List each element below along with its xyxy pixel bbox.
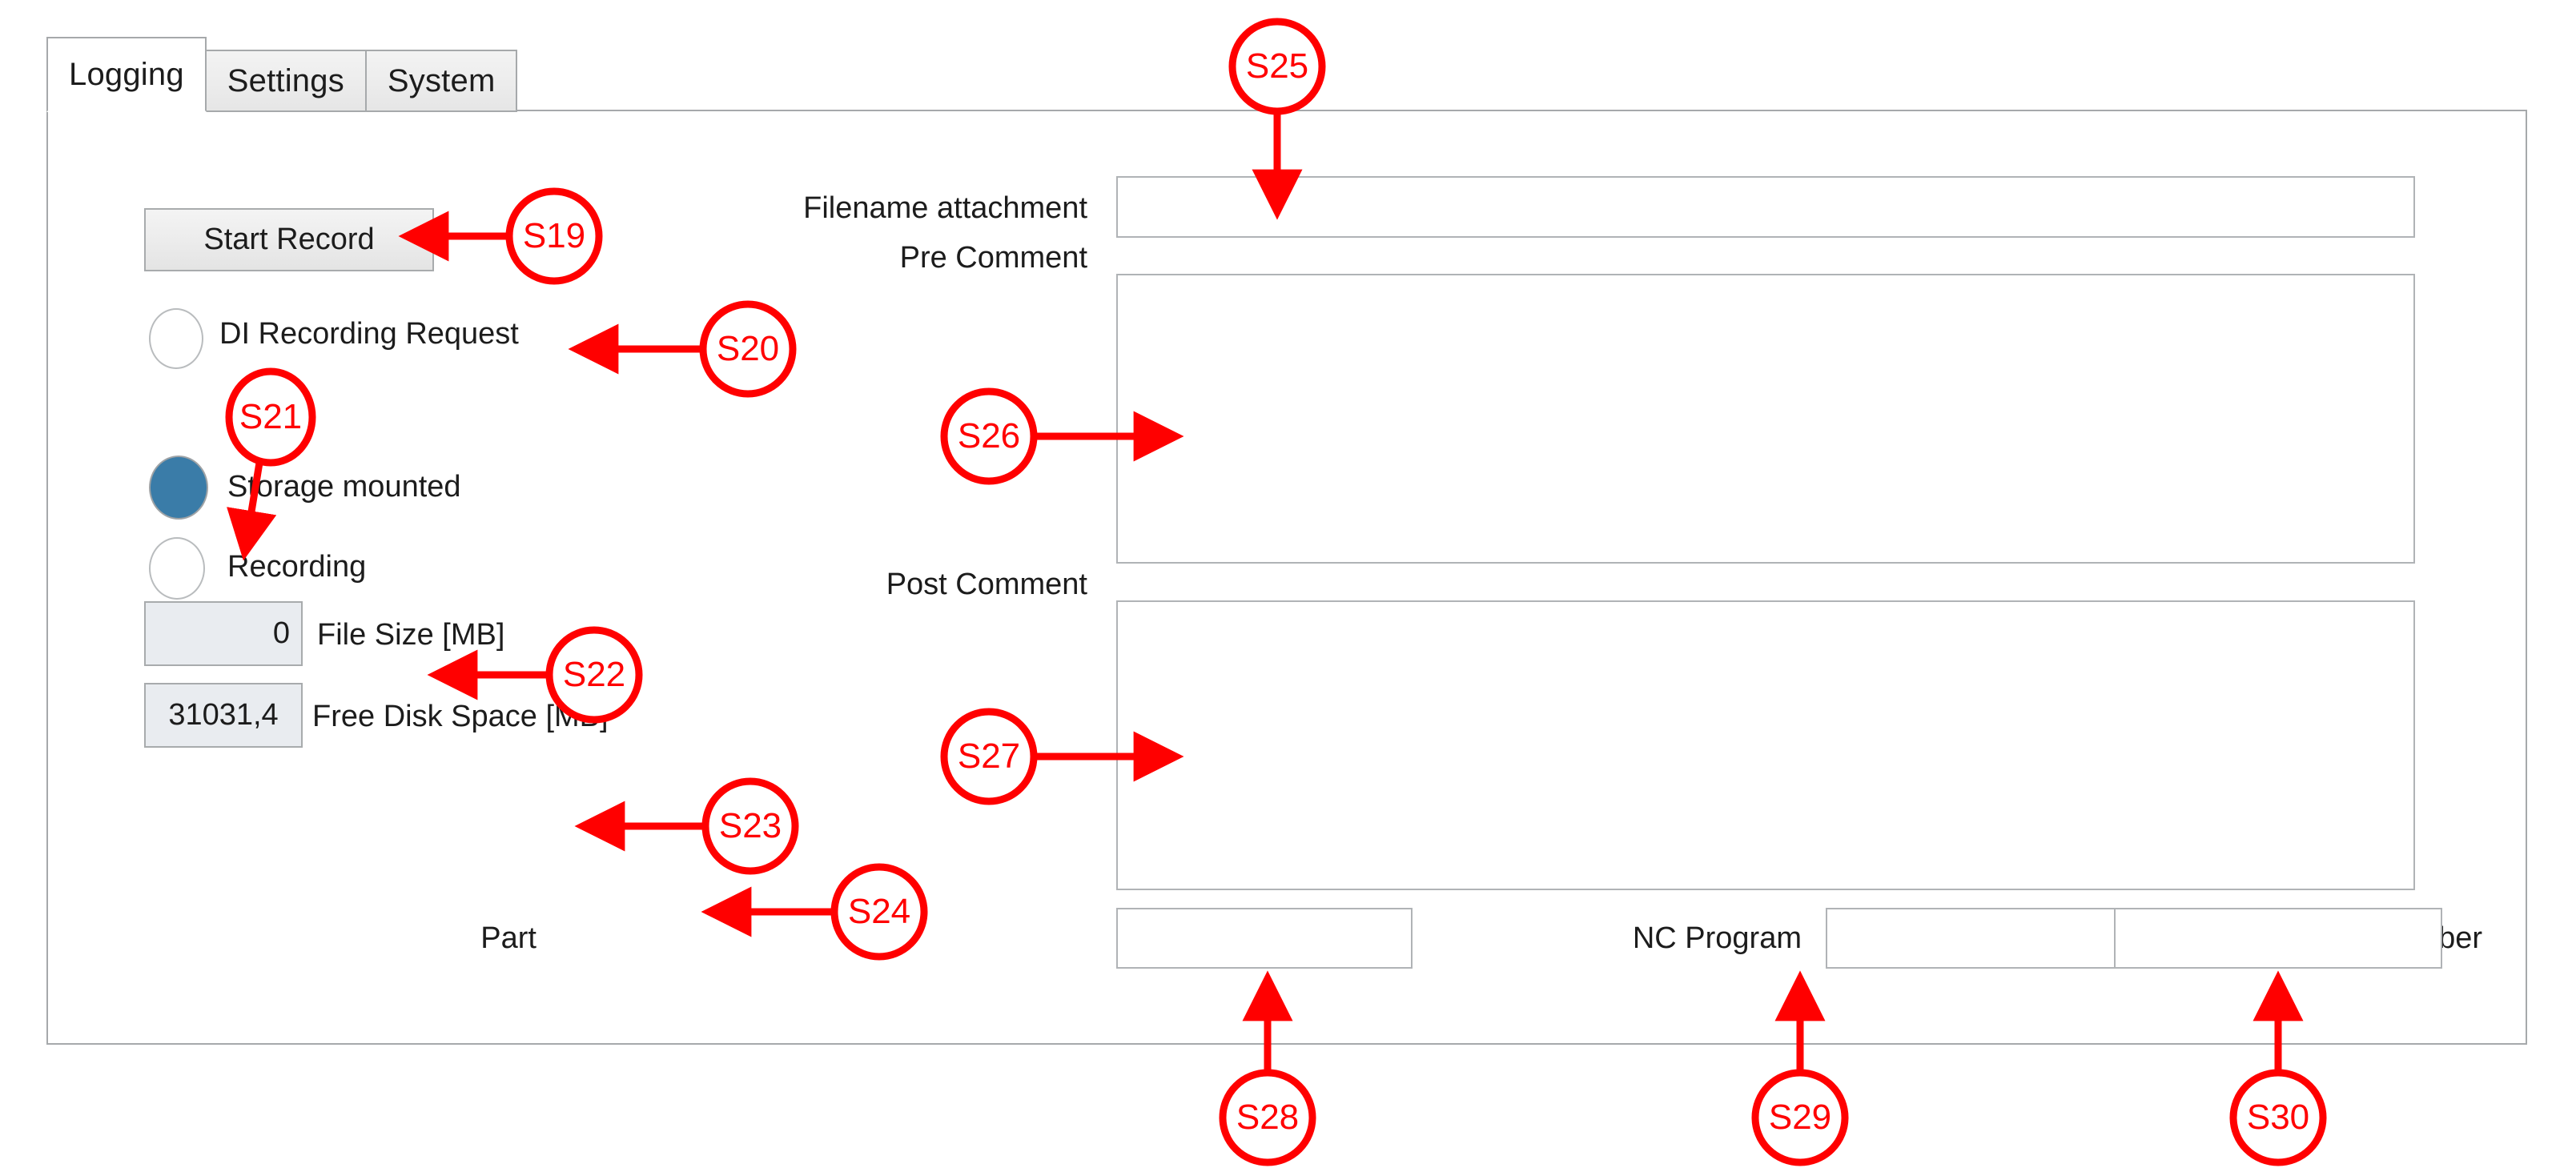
tab-logging[interactable]: Logging xyxy=(46,37,207,112)
tab-settings-label: Settings xyxy=(227,62,344,98)
part-input[interactable] xyxy=(1116,908,1413,969)
annotation-label-s28: S28 xyxy=(1236,1098,1300,1137)
pre-comment-textarea[interactable] xyxy=(1116,274,2415,564)
label-filename-attachment: Filename attachment xyxy=(803,191,1087,225)
readout-file-size: 0 xyxy=(144,601,303,666)
led-di-recording-request[interactable] xyxy=(149,308,203,369)
annotation-marker-s25 xyxy=(1228,18,1326,115)
annotation-marker-s28 xyxy=(1219,1069,1316,1166)
tab-system[interactable]: System xyxy=(364,50,518,112)
tab-system-label: System xyxy=(387,62,496,98)
annotation-marker-s29 xyxy=(1751,1069,1849,1166)
label-part: Part xyxy=(480,921,536,955)
tab-settings[interactable]: Settings xyxy=(204,50,367,112)
led-recording[interactable] xyxy=(149,537,205,600)
label-post-comment: Post Comment xyxy=(886,568,1087,601)
annotation-marker-s30 xyxy=(2229,1069,2327,1166)
start-record-label: Start Record xyxy=(203,223,375,256)
logging-panel: Start Record DI Recording Request Storag… xyxy=(46,110,2527,1045)
label-recording: Recording xyxy=(227,550,367,584)
label-storage-mounted: Storage mounted xyxy=(227,470,461,504)
annotation-label-s29: S29 xyxy=(1768,1098,1832,1137)
filename-attachment-input[interactable] xyxy=(1116,176,2415,238)
readout-free-disk-space: 31031,4 xyxy=(144,683,303,748)
label-free-disk-space: Free Disk Space [MB] xyxy=(312,700,609,733)
label-pre-comment: Pre Comment xyxy=(899,241,1087,275)
mo-number-input[interactable] xyxy=(2114,908,2442,969)
post-comment-textarea[interactable] xyxy=(1116,600,2415,890)
start-record-button[interactable]: Start Record xyxy=(144,208,434,271)
label-nc-program: NC Program xyxy=(1632,921,1802,955)
nc-program-input[interactable] xyxy=(1826,908,2122,969)
led-storage-mounted[interactable] xyxy=(149,456,208,520)
annotation-label-s25: S25 xyxy=(1245,46,1309,86)
annotation-label-s30: S30 xyxy=(2246,1098,2310,1137)
label-di-recording-request: DI Recording Request xyxy=(219,317,519,351)
tab-strip: Logging Settings System xyxy=(46,37,518,112)
label-file-size: File Size [MB] xyxy=(317,618,505,652)
tab-logging-label: Logging xyxy=(69,56,184,92)
